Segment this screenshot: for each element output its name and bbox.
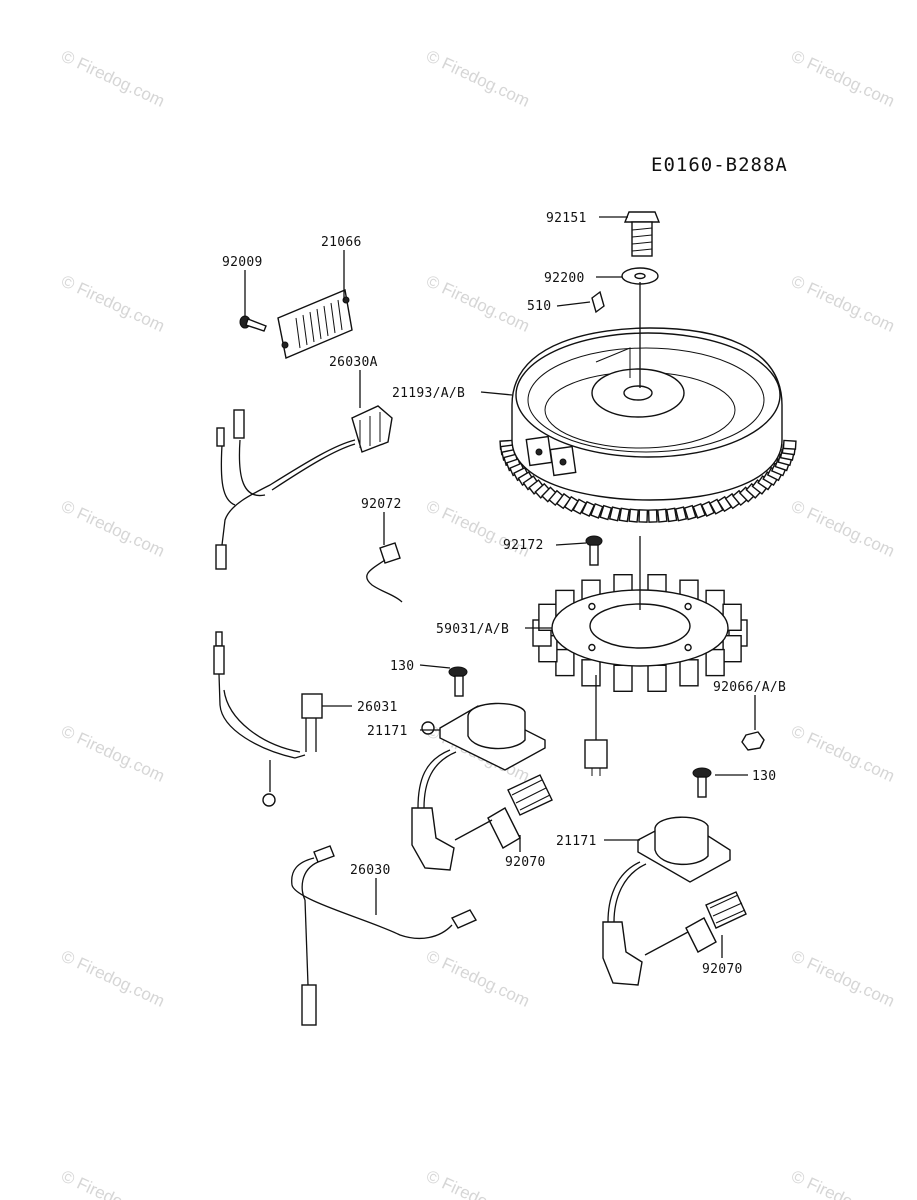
flywheel-tooth — [656, 508, 668, 523]
label-21171-a: 21171 — [367, 724, 408, 739]
label-92070-b: 92070 — [702, 962, 743, 977]
label-92172: 92172 — [503, 538, 544, 553]
watermark: © Firedog.com — [423, 271, 532, 335]
flywheel-tooth — [590, 502, 604, 519]
watermark: © Firedog.com — [58, 946, 167, 1010]
regulator-fin — [316, 308, 322, 340]
harness-26031-drawing — [213, 631, 323, 807]
part-labels: 92151 92200 510 21193/A/B 92009 21066 26… — [222, 211, 786, 977]
screw-92172-drawing — [585, 535, 603, 566]
watermark: © Firedog.com — [788, 46, 897, 110]
nut-92066-drawing — [741, 731, 765, 751]
stator-pole — [613, 664, 633, 692]
label-92200: 92200 — [544, 271, 585, 286]
regulator-fin — [323, 305, 329, 337]
label-92151: 92151 — [546, 211, 587, 226]
stator-hole — [684, 643, 692, 652]
label-26031: 26031 — [357, 700, 398, 715]
label-21171-b: 21171 — [556, 834, 597, 849]
stator-hole — [684, 602, 692, 611]
regulator-fin — [330, 302, 336, 334]
watermark: © Firedog.com — [788, 721, 897, 785]
flywheel-tooth — [638, 509, 649, 523]
ignition-coil-1-drawing — [411, 666, 553, 871]
harness-26030A-drawing — [215, 405, 393, 570]
label-92072: 92072 — [361, 497, 402, 512]
label-510: 510 — [527, 299, 551, 314]
watermark: © Firedog.com — [58, 1166, 167, 1200]
label-59031: 59031/A/B — [436, 622, 509, 637]
harness-26030-drawing — [291, 845, 478, 1026]
flywheel-tooth — [692, 502, 706, 519]
regulator-fin — [337, 299, 343, 331]
label-130-a: 130 — [390, 659, 414, 674]
flywheel-tooth — [683, 504, 697, 521]
leader-lines — [244, 216, 756, 958]
watermark: © Firedog.com — [58, 496, 167, 560]
regulator-21066-drawing — [239, 289, 353, 359]
stator-hole — [588, 602, 596, 611]
label-21193: 21193/A/B — [392, 386, 465, 401]
stator-pole — [647, 664, 667, 692]
label-26030A: 26030A — [329, 355, 378, 370]
watermark: © Firedog.com — [423, 1166, 532, 1200]
flywheel-tooth — [665, 507, 678, 523]
flywheel-tooth — [782, 439, 797, 450]
regulator-fin — [295, 317, 301, 349]
label-21066: 21066 — [321, 235, 362, 250]
washer-92200-drawing — [621, 267, 659, 285]
ignition-coil-2-drawing — [602, 767, 747, 986]
flywheel-tooth — [647, 509, 658, 523]
stator-pole — [722, 635, 742, 663]
watermark: © Firedog.com — [788, 271, 897, 335]
watermark: © Firedog.com — [788, 946, 897, 1010]
flywheel-tooth — [618, 507, 631, 523]
label-130-b: 130 — [752, 769, 776, 784]
watermark: © Firedog.com — [423, 46, 532, 110]
flywheel-drawing — [499, 327, 797, 523]
flywheel-tooth — [581, 500, 596, 517]
stator-pole — [705, 648, 725, 677]
stator-drawing — [532, 574, 748, 776]
stator-pole — [679, 659, 699, 687]
watermark: © Firedog.com — [58, 46, 167, 110]
stator-pole — [581, 659, 601, 687]
regulator-fin — [302, 314, 308, 346]
cord-92072-drawing — [366, 542, 403, 603]
flywheel-tooth — [674, 506, 688, 522]
regulator-fin — [309, 311, 315, 343]
watermark: © Firedog.com — [788, 496, 897, 560]
bolt-92151-drawing — [623, 211, 661, 257]
label-26030: 26030 — [350, 863, 391, 878]
label-92066: 92066/A/B — [713, 680, 786, 695]
diagram-code: E0160-B288A — [651, 154, 788, 176]
label-92070-a: 92070 — [505, 855, 546, 870]
watermark: © Firedog.com — [58, 721, 167, 785]
stator-hole — [588, 643, 596, 652]
flywheel-tooth — [608, 506, 622, 522]
key-510-drawing — [591, 290, 605, 314]
stator-pole — [555, 648, 575, 677]
watermark: © Firedog.com — [423, 946, 532, 1010]
label-92009: 92009 — [222, 255, 263, 270]
watermark: © Firedog.com — [58, 271, 167, 335]
flywheel-tooth — [599, 504, 613, 521]
flywheel-tooth — [628, 508, 640, 523]
watermark: © Firedog.com — [788, 1166, 897, 1200]
